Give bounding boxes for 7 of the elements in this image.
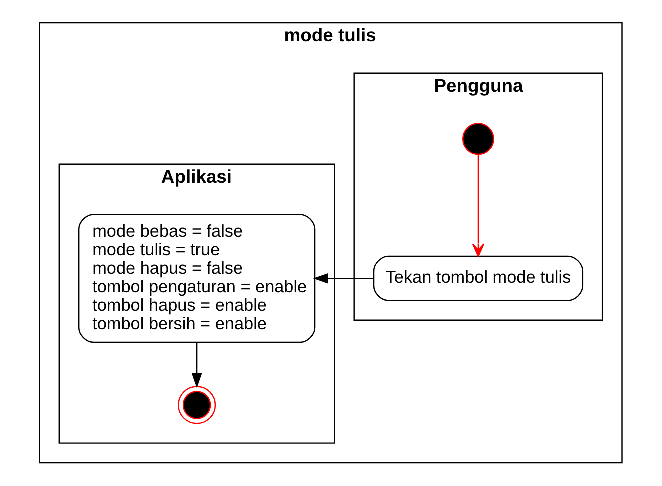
node-circle: [462, 123, 494, 156]
node-box: mode bebas = false mode tulis = true mode hapus = false tombol pengaturan = enable tombol hapus = enable tombol bersih = enable: [78, 214, 316, 344]
arrow: [472, 154, 485, 258]
node-circle: [178, 386, 216, 424]
node-box: Tekan tombol mode tulis: [373, 256, 584, 302]
arrow: [192, 342, 202, 388]
arrow: [313, 273, 374, 284]
